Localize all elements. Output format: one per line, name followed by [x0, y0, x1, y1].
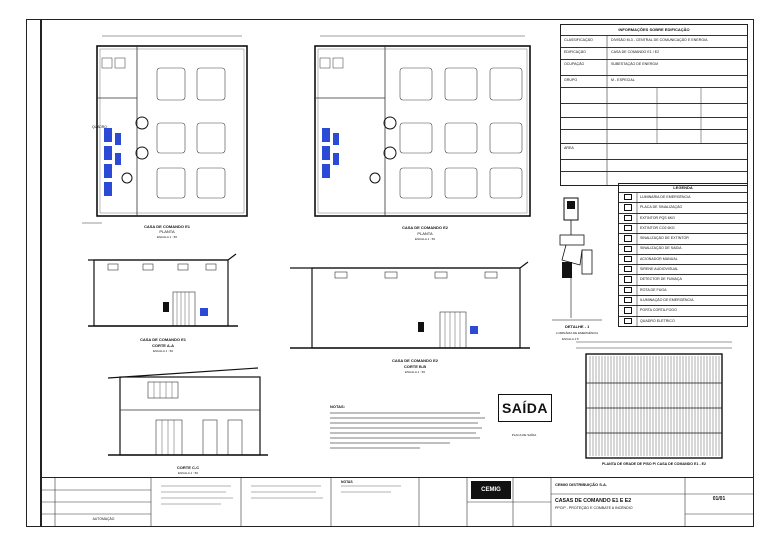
- plan-e2-subtitle: PLANTA: [417, 231, 433, 236]
- legend-item: SINALIZAÇÃO DE EXTINTOR: [640, 236, 689, 241]
- legend-item: SIRENE AUDIOVISUAL: [640, 267, 679, 272]
- legend-symbol-icon: [624, 297, 632, 304]
- info-row-label: CLASSIFICAÇÃO: [564, 38, 593, 42]
- notes-block: NOTAS:: [330, 404, 490, 454]
- plan-e2: [300, 28, 540, 228]
- exit-sign: SAÍDA: [498, 394, 552, 422]
- legend-item: ROTA DE FUGA: [640, 287, 667, 292]
- detail-scale: ESCALA 1:5: [562, 337, 579, 341]
- legend-item: EXTINTOR CO2 6KG: [640, 225, 675, 230]
- legend-item: ACIONADOR MANUAL: [640, 256, 678, 261]
- legend-divider: [619, 274, 747, 276]
- legend-symbol-icon: [624, 194, 632, 201]
- floor-grating: [566, 338, 742, 462]
- sheet-number: 01/01: [712, 496, 726, 502]
- legend-symbol-icon: [624, 317, 632, 324]
- drawing-subtitle: PPCIP - PROTEÇÃO E COMBATE A INCÊNDIO: [555, 506, 633, 510]
- legend-symbol-icon: [624, 266, 632, 273]
- legend-divider: [619, 295, 747, 297]
- section-cc: [107, 362, 268, 462]
- plan-e1-subtitle: PLANTA: [159, 229, 175, 234]
- legend-divider: [619, 253, 747, 255]
- logo-text: CEMIG: [481, 487, 501, 493]
- stamp-automacao: AUTOMAÇÃO: [92, 517, 115, 521]
- legend-divider: [619, 222, 747, 224]
- legend-divider: [619, 284, 747, 286]
- legend-symbol-icon: [624, 286, 632, 294]
- building-info-box: INFORMAÇÕES SOBRE EDIFICAÇÃO CLASSIFICAÇ…: [560, 24, 748, 186]
- section-bb-title: CASA DE COMANDO E2: [391, 358, 439, 363]
- legend-divider: [619, 192, 747, 193]
- section-aa: [88, 246, 238, 336]
- legend-heading: LEGENDA: [673, 185, 693, 190]
- info-row-label: GRUPO: [564, 78, 578, 82]
- section-bb-scale: ESCALA 1 : 50: [404, 370, 425, 374]
- legend-symbol-icon: [624, 255, 632, 263]
- legend-item: LUMINÁRIA DE EMERGÊNCIA: [640, 194, 691, 199]
- legend-divider: [619, 212, 747, 214]
- info-row-label: ÁREA: [564, 146, 574, 150]
- legend-item: PORTA CORTA-FOGO: [640, 308, 677, 313]
- detail-title: DETALHE - 1: [565, 324, 590, 329]
- legend-item: ILUMINAÇÃO DE EMERGÊNCIA: [640, 297, 694, 302]
- grating-title: PLANTA DE GRADE DE PISO P/ CASA DE COMAN…: [601, 462, 707, 466]
- info-row-label: OCUPAÇÃO: [564, 62, 585, 66]
- section-cc-title: CORTE C-C: [176, 465, 200, 470]
- plan-e2-scale: ESCALA 1 : 50: [414, 237, 435, 241]
- detail-1: [552, 190, 612, 340]
- drawing-title: CASAS DE COMANDO E1 E E2: [555, 498, 632, 504]
- legend-symbol-icon: [624, 276, 632, 283]
- info-row-label: EDIFICAÇÃO: [564, 50, 586, 54]
- legend-symbol-icon: [624, 245, 632, 252]
- title-block: AUTOMAÇÃO NOTAS CEMIG CEMIG DISTRIBUIÇÃO…: [40, 477, 754, 527]
- plan-e1: QUADRO CASA DE COMANDO E1: [82, 28, 252, 229]
- legend-divider: [619, 243, 747, 245]
- legend-symbol-icon: [624, 235, 632, 242]
- exit-sign-text: SAÍDA: [501, 400, 549, 416]
- legend-divider: [619, 264, 747, 266]
- legend-box: LEGENDA LUMINÁRIA DE EMERGÊNCIA PLACA DE …: [618, 183, 748, 327]
- plan-e1-scale: ESCALA 1 : 50: [156, 235, 177, 239]
- exit-sign-caption: PLACA DE SAÍDA: [511, 433, 537, 437]
- section-cc-scale: ESCALA 1 : 50: [177, 471, 198, 475]
- legend-item: DETECTOR DE FUMAÇA: [640, 277, 682, 282]
- legend-item: QUADRO ELÉTRICO: [640, 318, 675, 323]
- info-row-value: SUBESTAÇÃO DE ENERGIA: [611, 62, 659, 66]
- section-aa-scale: ESCALA 1 : 50: [152, 349, 173, 353]
- legend-divider: [619, 305, 747, 307]
- info-row-value: DIVISÃO M-3 - CENTRAL DE COMUNICAÇÃO E E…: [611, 38, 708, 42]
- svg-text:QUADRO: QUADRO: [92, 125, 107, 129]
- legend-item: SINALIZAÇÃO DE SAÍDA: [640, 246, 682, 251]
- info-row-value: M - ESPECIAL: [611, 78, 635, 82]
- plan-e1-title: CASA DE COMANDO E1: [143, 224, 191, 229]
- info-row-value: CASA DE COMANDO E1 / E2: [611, 50, 660, 54]
- plan-e2-title: CASA DE COMANDO E2: [401, 225, 449, 230]
- legend-item: EXTINTOR PQS 6KG: [640, 215, 675, 220]
- info-heading: INFORMAÇÕES SOBRE EDIFICAÇÃO: [618, 27, 690, 32]
- stamp-notas: NOTAS: [341, 480, 353, 484]
- legend-divider: [619, 202, 747, 204]
- legend-divider: [619, 315, 747, 317]
- section-bb: [290, 256, 530, 356]
- company-name: CEMIG DISTRIBUIÇÃO S.A.: [555, 482, 608, 487]
- margin-strip: [26, 19, 42, 527]
- detail-subtitle: LUMINÁRIA DE EMERGÊNCIA: [556, 331, 599, 335]
- legend-symbol-icon: [624, 224, 632, 232]
- legend-symbol-icon: [624, 214, 632, 221]
- legend-symbol-icon: [624, 204, 632, 211]
- section-bb-subtitle: CORTE B-B: [403, 364, 427, 369]
- legend-symbol-icon: [624, 307, 632, 314]
- section-aa-title: CASA DE COMANDO E1: [139, 337, 187, 342]
- cemig-logo: CEMIG: [471, 481, 511, 499]
- legend-divider: [619, 233, 747, 235]
- legend-item: PLACA DE SINALIZAÇÃO: [640, 205, 683, 210]
- section-aa-subtitle: CORTE A-A: [151, 343, 175, 348]
- notes-heading: NOTAS:: [330, 404, 346, 409]
